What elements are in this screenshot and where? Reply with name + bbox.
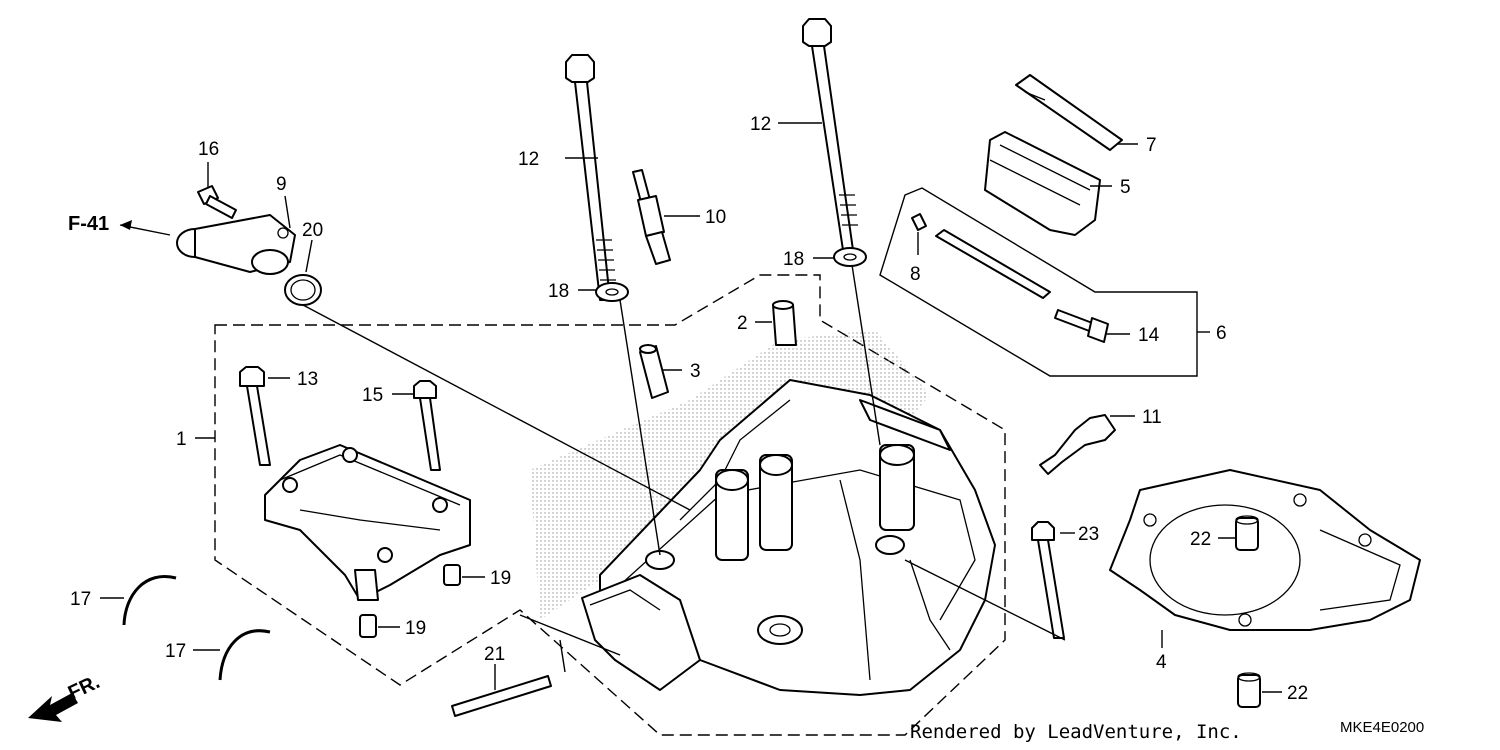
callout-17: 17 (165, 641, 186, 662)
bolt-13 (239, 366, 271, 466)
callout-4: 4 (1156, 652, 1167, 673)
callout-21: 21 (484, 644, 505, 665)
callout-20: 20 (302, 220, 323, 241)
callout-10: 10 (705, 207, 726, 228)
tensioner-rod-6 (935, 229, 1051, 299)
callout-12: 12 (750, 114, 771, 135)
rocker-arm-holder (264, 444, 471, 601)
reference-label: F-41 (68, 213, 109, 235)
dowel-19-lower (359, 614, 377, 638)
o-ring (284, 274, 322, 306)
washer-left (595, 282, 629, 302)
callout-2: 2 (737, 313, 748, 334)
water-outlet (176, 214, 296, 275)
callout-13: 13 (297, 369, 318, 390)
tensioner-pin-8 (911, 213, 927, 231)
callout-1: 1 (176, 429, 187, 450)
cylinder-head-bolt-left (565, 54, 616, 301)
leader-lines (100, 122, 1282, 693)
dowel-22-upper (1235, 515, 1259, 551)
callout-6: 6 (1216, 323, 1227, 344)
callout-16: 16 (198, 139, 219, 160)
tensioner-bolt-14 (1054, 309, 1109, 343)
valve-guide-2 (772, 300, 797, 346)
callout-3: 3 (690, 361, 701, 382)
intake-port (581, 574, 701, 691)
clip-17-lower (218, 629, 271, 681)
bolt-23 (1031, 521, 1065, 639)
callout-22: 22 (1190, 529, 1211, 550)
dowel-19-upper (443, 564, 461, 586)
callout-17: 17 (70, 589, 91, 610)
spark-plug (632, 169, 671, 265)
cylinder-head-bolt-right (802, 18, 858, 251)
cylinder-head-gasket (1109, 469, 1421, 631)
callout-23: 23 (1078, 524, 1099, 545)
bolt-16 (197, 185, 237, 219)
temperature-sensor (1039, 414, 1116, 475)
bolt-15 (413, 380, 441, 471)
valve-guide-3 (639, 344, 669, 399)
dowel-22-lower (1237, 672, 1261, 708)
callout-5: 5 (1120, 177, 1131, 198)
cylinder-head (599, 379, 996, 696)
clip-17-upper (122, 575, 177, 626)
callout-18: 18 (548, 281, 569, 302)
tensioner-body-5 (984, 131, 1101, 236)
front-direction-arrow: FR. (28, 671, 103, 722)
assembly-boundary (214, 274, 1006, 736)
callout-18: 18 (783, 249, 804, 270)
tensioner-rod-7 (1015, 74, 1123, 151)
callout-19: 19 (405, 618, 426, 639)
callout-22: 22 (1287, 683, 1308, 704)
callout-15: 15 (362, 385, 383, 406)
stud-bolt (451, 675, 552, 717)
callout-12: 12 (518, 149, 539, 170)
washer-right (833, 247, 867, 267)
callout-8: 8 (910, 264, 921, 285)
callout-19: 19 (490, 568, 511, 589)
diagram-code: MKE4E0200 (1340, 719, 1424, 736)
render-credit: Rendered by LeadVenture, Inc. (910, 721, 1242, 743)
callout-labels: 12 12 18 18 10 2 3 7 5 8 14 6 11 16 9 20… (68, 114, 1308, 704)
group-bracket-6 (879, 187, 1210, 377)
callout-11: 11 (1142, 407, 1162, 428)
callout-14: 14 (1138, 325, 1160, 346)
callout-9: 9 (276, 174, 287, 195)
callout-7: 7 (1146, 135, 1157, 156)
